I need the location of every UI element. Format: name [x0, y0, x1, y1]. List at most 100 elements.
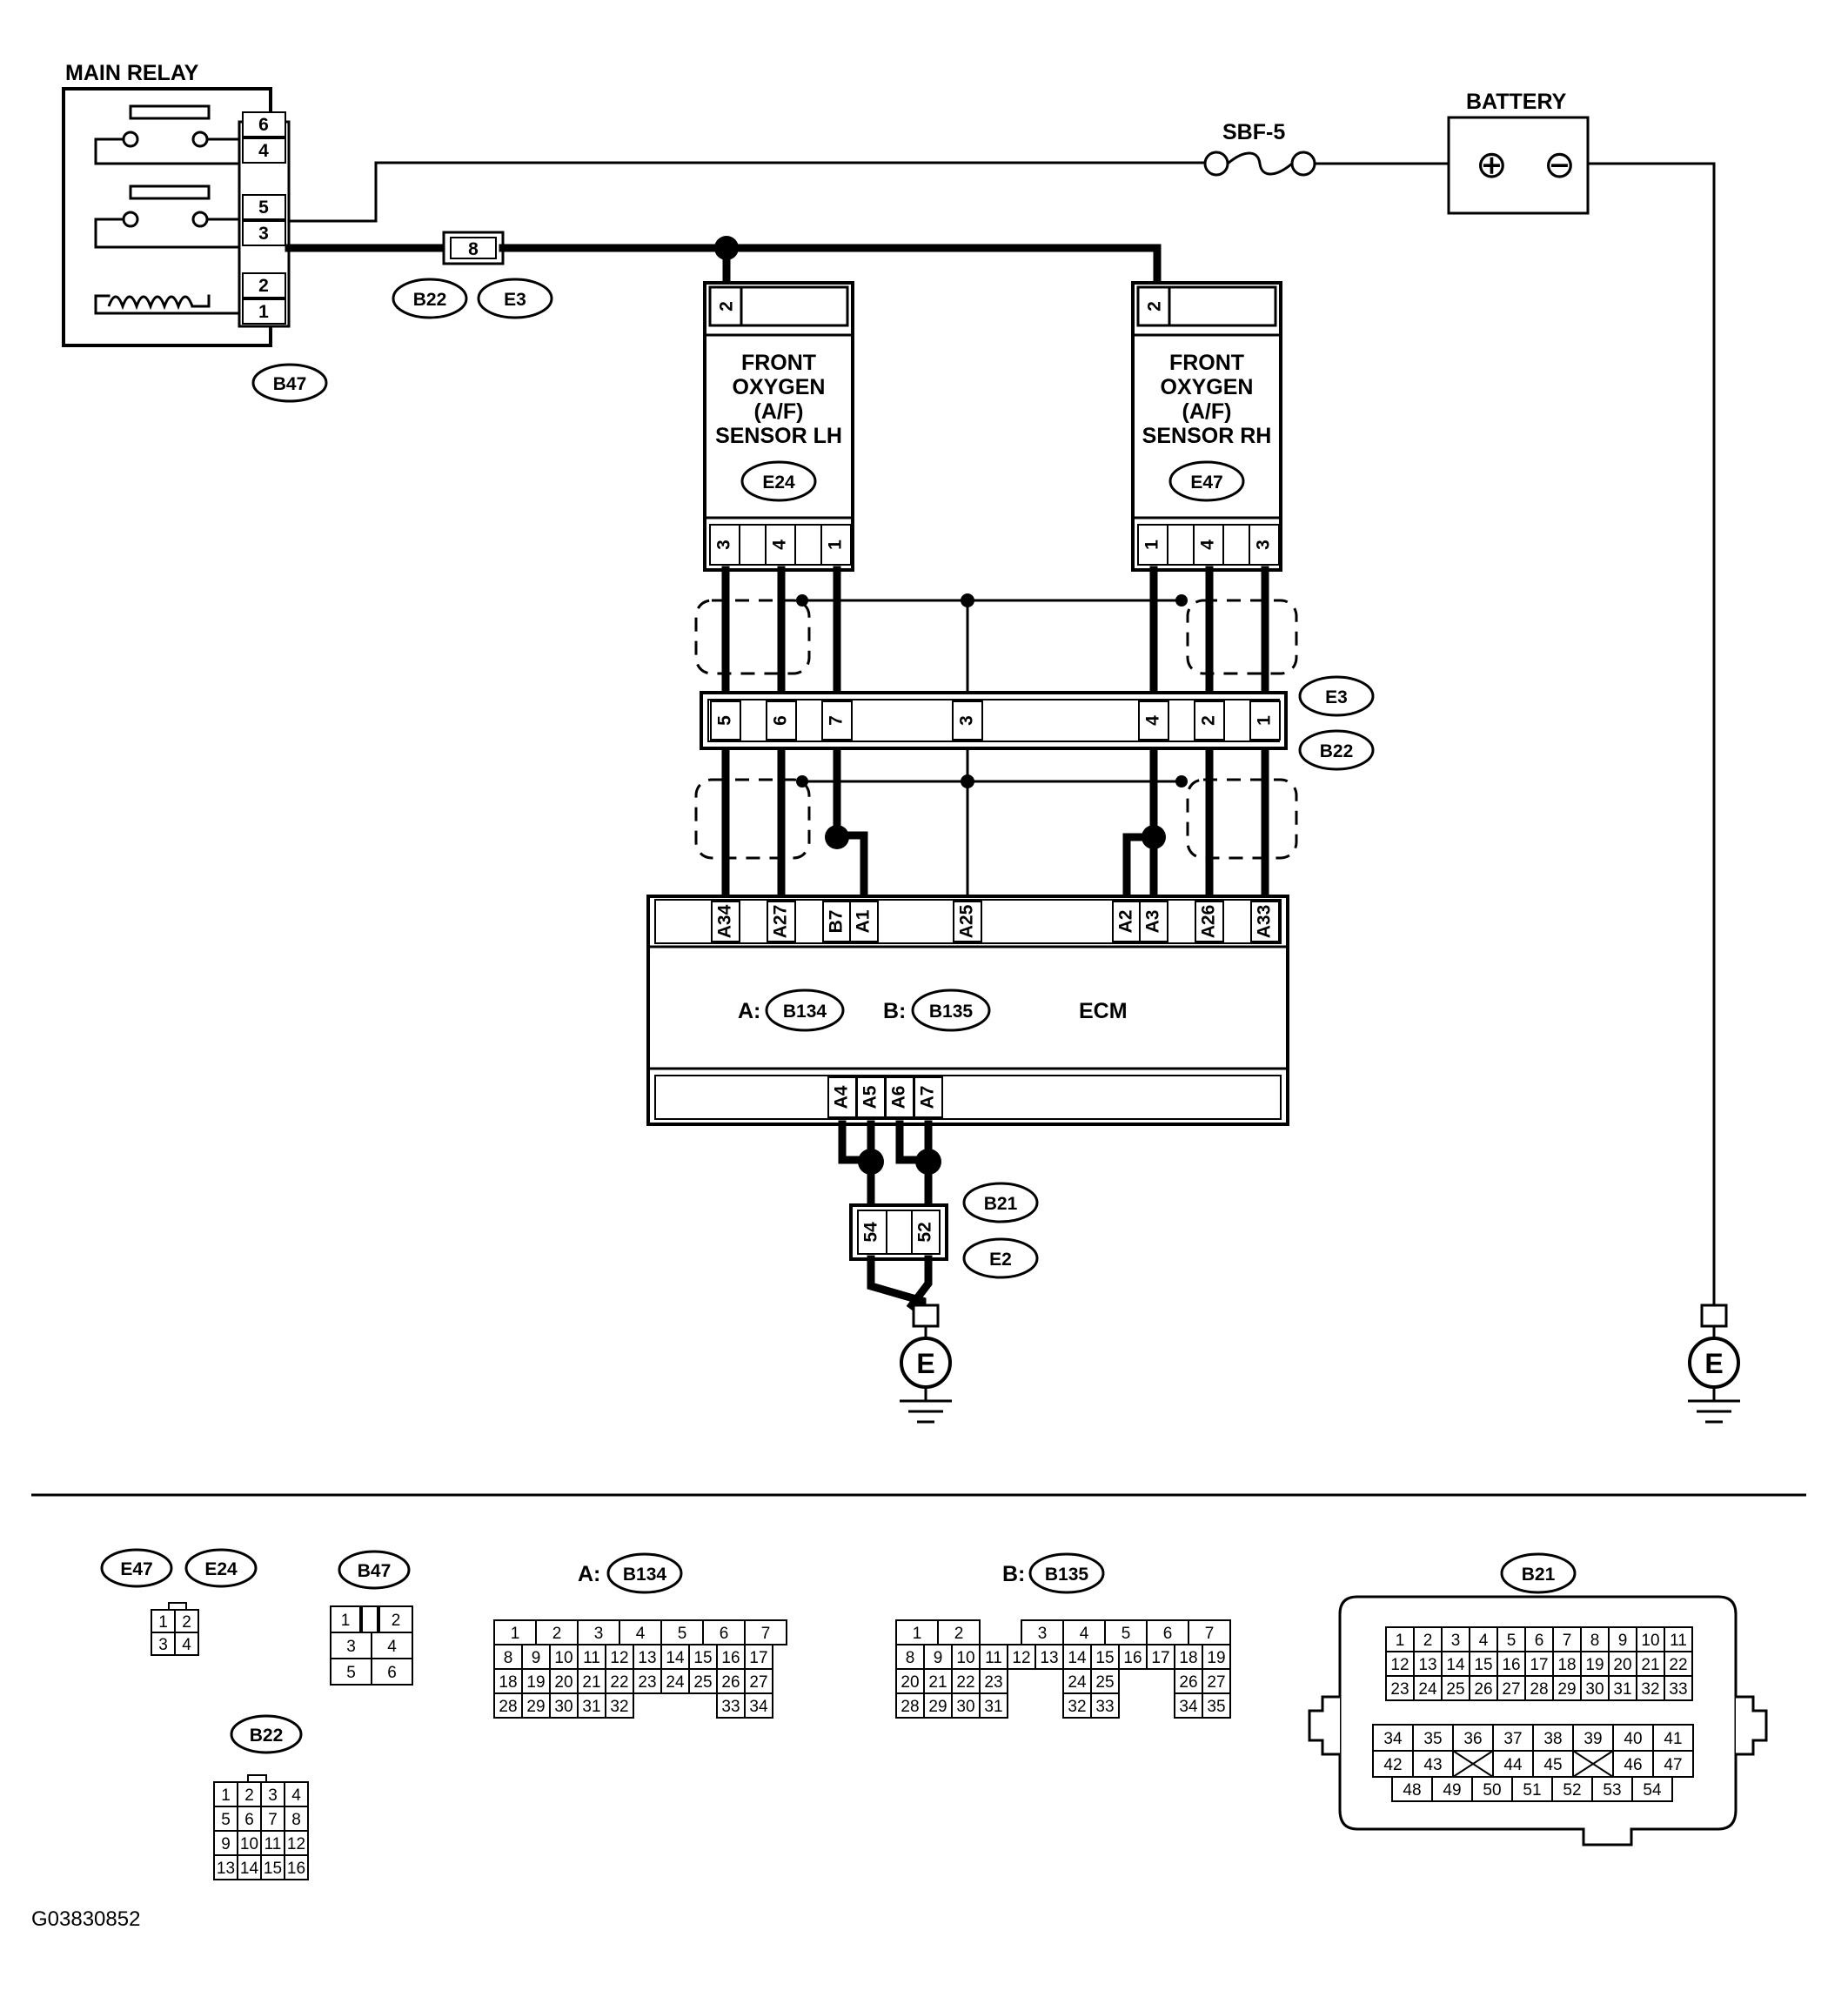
b22-cell-label: 14 — [240, 1860, 259, 1878]
relay-pin-6: 6 — [258, 115, 269, 135]
b21-cell-label: 11 — [1670, 1632, 1687, 1650]
ecm-pin-A34: A34 — [715, 904, 735, 938]
b22-cell-label: 8 — [291, 1811, 301, 1829]
lh-pin-cell — [709, 524, 740, 566]
b21-cell-label: 1 — [1396, 1632, 1405, 1650]
battery-label: BATTERY — [1466, 90, 1567, 114]
lh-pin-cell — [794, 524, 822, 566]
b47-badge: B47 — [273, 374, 307, 394]
b21-cell — [1631, 1776, 1673, 1802]
ecm-label: ECM — [1079, 999, 1128, 1023]
b21-cell — [1441, 1675, 1470, 1701]
b22-cell — [213, 1781, 238, 1807]
b22-cell-label: 12 — [287, 1835, 305, 1853]
b47-cell-label: 6 — [387, 1664, 397, 1682]
joint-badges: B22 E3 — [392, 278, 553, 319]
b47-cell-label: 3 — [346, 1638, 356, 1656]
e3-pin-cell — [766, 700, 797, 741]
battery-plus-icon: ⊕ — [1476, 144, 1508, 186]
lh-name-2: OXYGEN — [733, 375, 826, 399]
ecm-pin-A3: A3 — [1143, 910, 1163, 934]
b134-cell — [605, 1692, 634, 1719]
b47-cell-label: 1 — [341, 1612, 351, 1630]
b21-cell-label: 9 — [1618, 1632, 1628, 1650]
e47e24-cell — [174, 1632, 199, 1656]
b21-cell-label: 17 — [1530, 1656, 1548, 1674]
lh-pin-4: 4 — [770, 540, 790, 550]
b22-cell — [284, 1830, 309, 1856]
b134-cell-label: 28 — [499, 1698, 517, 1716]
rh-name-3: (A/F) — [1182, 399, 1232, 424]
e3-pin-7: 7 — [827, 715, 847, 726]
b21-cell-label: 13 — [1418, 1656, 1436, 1674]
relay-pin-3: 3 — [258, 224, 269, 244]
b22-cell — [260, 1781, 285, 1807]
b134-cell — [549, 1692, 579, 1719]
legend-e47-badge: E47 — [120, 1559, 152, 1579]
b135-cell-label: 24 — [1068, 1673, 1087, 1692]
rh-pin-cell — [1222, 524, 1250, 566]
e3-pin-cell — [1138, 700, 1169, 741]
b134-cell-label: 2 — [552, 1625, 562, 1643]
b135-cell-label: 16 — [1123, 1649, 1142, 1667]
ecm-pin-cell — [827, 1076, 857, 1118]
b135-cell-label: 18 — [1179, 1649, 1197, 1667]
b21-cell-label: 36 — [1463, 1730, 1482, 1748]
figure-id: G03830852 — [31, 1907, 140, 1931]
b135-cell-label: 22 — [956, 1673, 974, 1692]
legend-b-label: B: — [1002, 1562, 1025, 1586]
b21-cell — [1664, 1675, 1693, 1701]
lh-pin-2: 2 — [717, 301, 737, 312]
b21-cell-label: 6 — [1535, 1632, 1544, 1650]
b21-cell-label: 40 — [1624, 1730, 1642, 1748]
b47-cell-label: 2 — [392, 1612, 401, 1630]
b22-badge-top: B22 — [413, 290, 447, 310]
b135-cell — [895, 1692, 925, 1719]
main-relay-label: MAIN RELAY — [65, 61, 199, 85]
e3-badge-top: E3 — [504, 290, 526, 310]
b21-cell — [1580, 1675, 1610, 1701]
legend-b21-badge: B21 — [1522, 1565, 1556, 1585]
lh-pin-1: 1 — [826, 540, 846, 550]
e3-pin-4: 4 — [1143, 715, 1163, 726]
ground-lh: E — [900, 1304, 952, 1424]
b47-cell — [361, 1605, 378, 1633]
rh-pin-3: 3 — [1254, 540, 1274, 550]
b22-cell — [260, 1830, 285, 1856]
b134-cell-label: 17 — [749, 1649, 767, 1667]
ecm-pin-A26: A26 — [1199, 905, 1219, 939]
ecm-pin-B7: B7 — [827, 910, 847, 934]
lh-name-1: FRONT — [741, 351, 816, 375]
b22-cell-label: 3 — [268, 1786, 278, 1805]
b21-cell-label: 32 — [1641, 1680, 1659, 1699]
b134-cell-label: 7 — [761, 1625, 771, 1643]
b134-cell-label: 24 — [666, 1673, 685, 1692]
b135-cell-label: 3 — [1038, 1625, 1048, 1643]
rh-pin-cell — [1193, 524, 1224, 566]
ground-battery-label: E — [1704, 1348, 1723, 1379]
b22-cell-label: 1 — [221, 1786, 231, 1805]
b135-cell — [1034, 1644, 1064, 1670]
b22-cell-label: 7 — [268, 1811, 278, 1829]
b21-cell-label: 39 — [1584, 1730, 1602, 1748]
relay-pin-1: 1 — [258, 302, 269, 322]
b21-cell-label: 33 — [1669, 1680, 1687, 1699]
b21-cell-label: 31 — [1613, 1680, 1631, 1699]
b134-cell-label: 26 — [721, 1673, 740, 1692]
e24-badge: E24 — [762, 473, 795, 493]
b21-badge: B21 — [984, 1194, 1018, 1214]
b134-cell — [744, 1644, 773, 1670]
rh-pin-2: 2 — [1145, 301, 1165, 312]
b134-cell — [577, 1692, 606, 1719]
b135-cell-label: 20 — [901, 1673, 919, 1692]
b21-cell-label: 21 — [1641, 1656, 1659, 1674]
rh-pin-cell — [1137, 524, 1168, 566]
e3-pin-3: 3 — [957, 715, 977, 726]
b21-pin-54: 54 — [861, 1222, 881, 1243]
ecm-pin-A2: A2 — [1116, 910, 1136, 934]
b134-cell-label: 19 — [526, 1673, 545, 1692]
